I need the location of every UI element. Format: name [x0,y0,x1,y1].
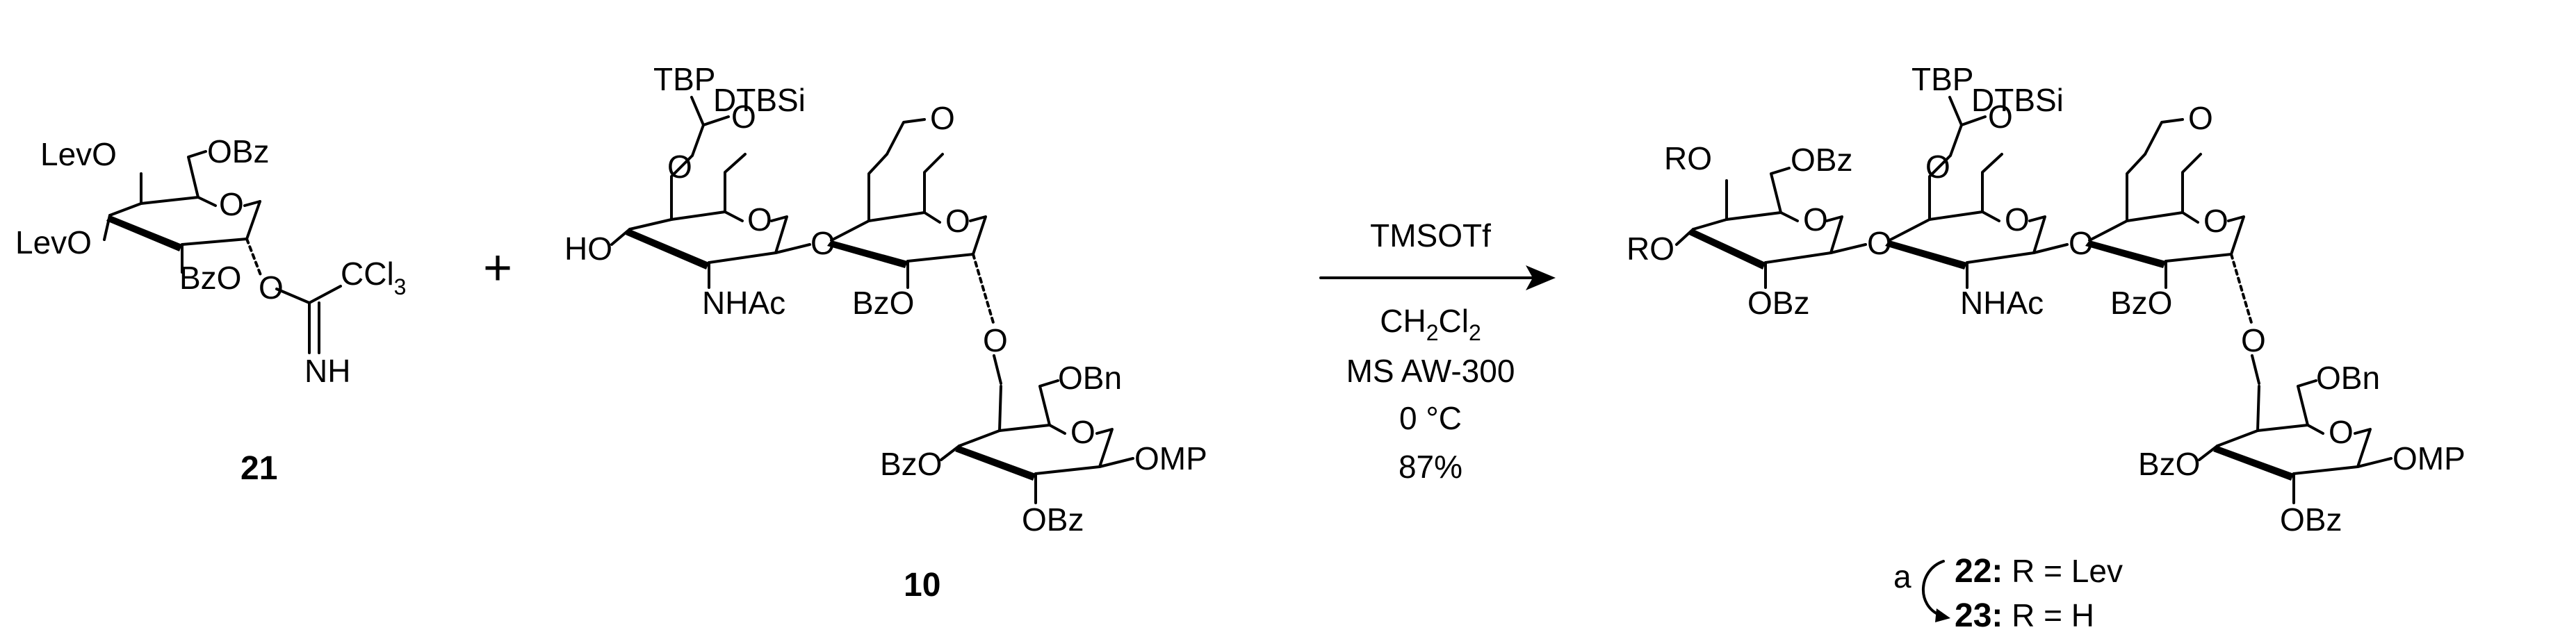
curved-arrow-icon [1922,560,1945,617]
tbp-label: TBP [653,61,715,97]
dtbsi-label: DTBSi [1971,82,2064,118]
compound-21: LevO OBz LevO O BzO O CCl3 NH 21 [15,133,406,487]
arrow-head-icon [1526,265,1556,290]
omp-label: OMP [2392,440,2465,476]
sieves-text: MS AW-300 [1346,353,1515,389]
ccl3-label: CCl3 [341,256,406,299]
compound-10-number: 10 [904,567,940,604]
compound-23-number: 23: [1955,597,2003,634]
anomeric-o-label: O [259,269,284,306]
solvent-ch: CH [1380,303,1426,339]
acetal-o1-label: O [1988,99,2013,135]
bzo2-label: BzO [852,285,914,321]
compound-21-number: 21 [241,450,277,487]
dtbsi-label: DTBSi [713,82,806,118]
acetal-o1-label: O [731,99,756,135]
acetal-o2-label: O [1925,149,1950,185]
si-o-label: O [2188,100,2213,136]
ring2-o-label: O [945,203,970,239]
ccl3-main: CCl [341,256,394,292]
obz3-label: OBz [1022,501,1084,538]
nh-label: NH [304,353,350,389]
solvent-text: CH2Cl2 [1380,303,1481,345]
ring0-o-label: O [1803,201,1828,238]
obz-top-label: OBz [207,133,269,169]
link-o2-label: O [983,322,1008,358]
temperature-text: 0 °C [1399,400,1462,436]
link-o1-label: O [2069,225,2094,261]
solvent-sub2: 2 [1469,320,1481,345]
ccl3-sub: 3 [394,274,407,299]
link-o2-label: O [2241,322,2266,358]
levo-top-label: LevO [40,136,117,172]
ring1-o-label: O [2005,201,2030,238]
curved-arrow-head-icon [1935,608,1950,622]
bzo3-label: BzO [2138,446,2200,482]
ro-mid-label: RO [1627,231,1674,267]
reaction-arrow-group: TMSOTf CH2Cl2 MS AW-300 0 °C 87% [1319,217,1556,485]
step-a-label: a [1893,558,1911,595]
compound-22-r: R = Lev [2003,553,2123,589]
omp-label: OMP [1134,440,1207,476]
link-o0-label: O [1867,225,1892,261]
tbp-label: TBP [1911,61,1973,97]
ring-o-label: O [219,186,244,222]
compound-23-caption: 23: R = H [1955,597,2094,634]
ring1-o-label: O [747,201,772,238]
ho-label: HO [564,231,612,267]
si-o-label: O [930,100,955,136]
bzo2-label: BzO [2110,285,2172,321]
compound-10: TBP O O HO O NHAc O DTBSi O O BzO O OBn … [564,61,1207,604]
bzo3-label: BzO [880,446,942,482]
levo-mid-label: LevO [15,224,92,260]
compound-22-caption: 22: R = Lev [1955,553,2123,590]
plus-sign: + [483,240,512,296]
solvent-sub1: 2 [1426,320,1439,345]
yield-text: 87% [1399,449,1462,485]
acetal-o2-label: O [667,149,692,185]
obz-low-label: OBz [1747,285,1809,321]
nhac-label: NHAc [702,285,785,321]
obz-top-label: OBz [1791,142,1852,178]
nhac-label: NHAc [1960,285,2044,321]
obz3-label: OBz [2280,501,2342,538]
solvent-cl: Cl [1439,303,1469,339]
bzo-label: BzO [179,260,241,296]
link-o1-label: O [810,225,835,261]
ring3-o-label: O [1070,414,1095,450]
obn-label: OBn [2316,360,2380,396]
ring3-o-label: O [2329,414,2354,450]
ro-top-label: RO [1664,140,1712,176]
ring2-o-label: O [2203,203,2228,239]
product-tetrasaccharide: RO OBz RO O OBz O TBP O O O NHAc O DTBSi… [1627,61,2465,634]
reagent-text: TMSOTf [1370,217,1491,254]
obn-label: OBn [1058,360,1122,396]
compound-22-number: 22: [1955,553,2003,590]
compound-23-r: R = H [2003,597,2094,633]
